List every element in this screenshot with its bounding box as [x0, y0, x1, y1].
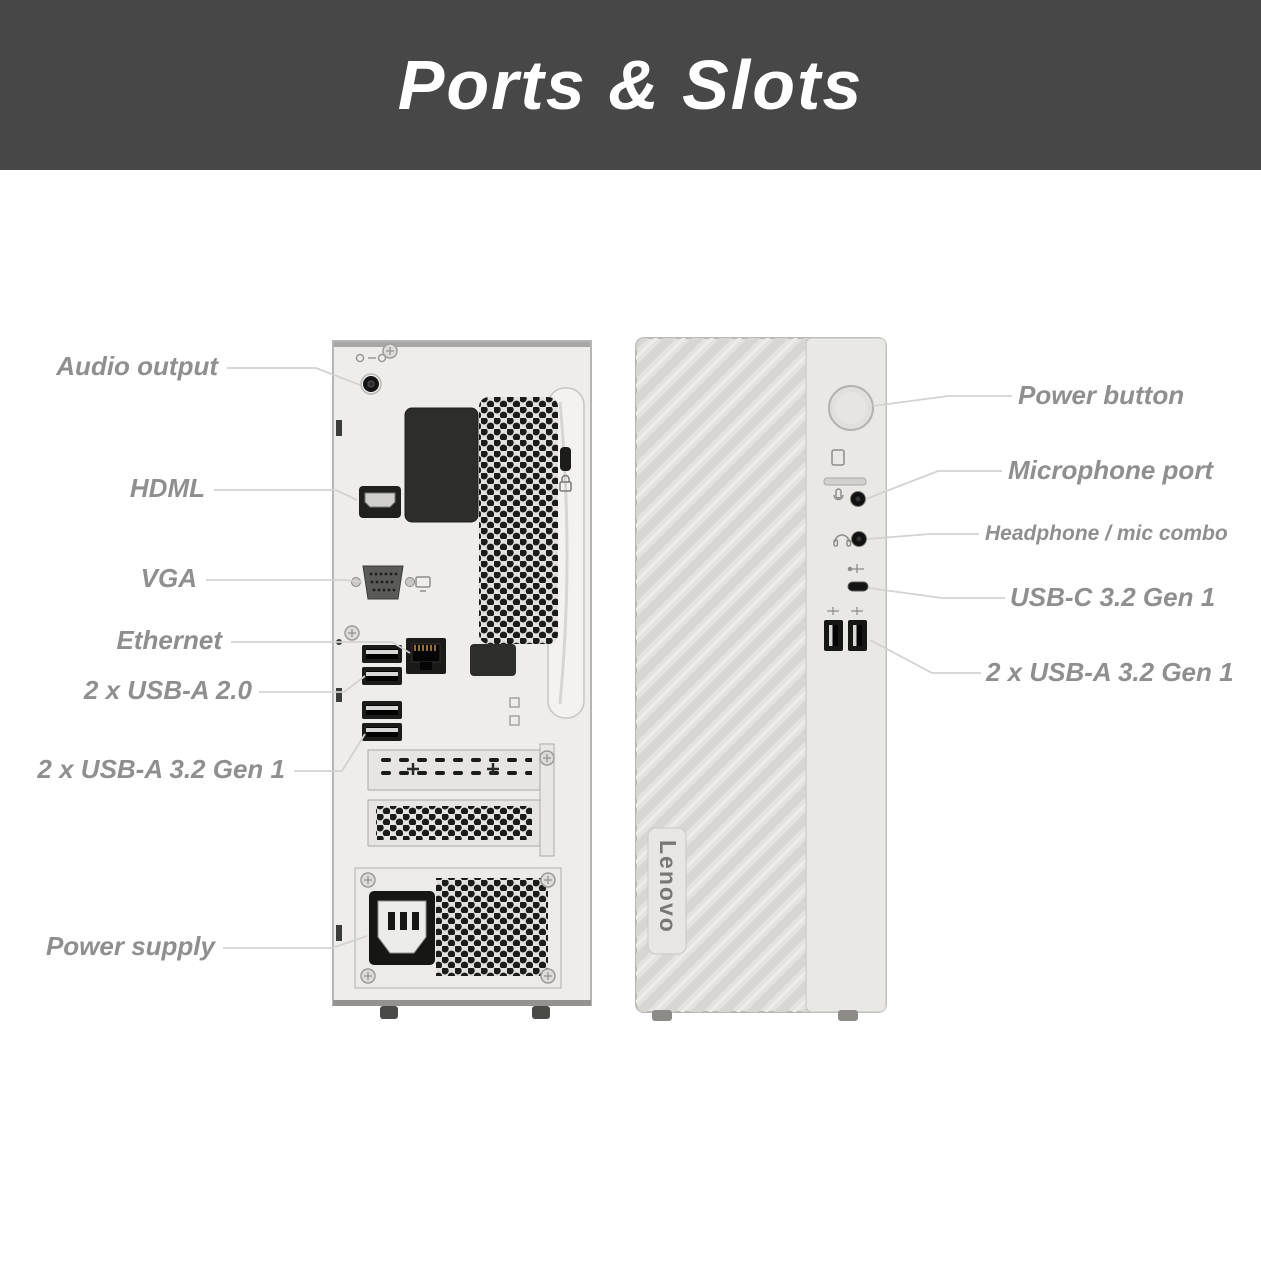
power-supply-plate: [354, 867, 562, 989]
microphone-jack: [850, 491, 866, 507]
lock-icon: [559, 474, 572, 492]
usb-ss-icon-left: [827, 607, 839, 615]
label-ethernet: Ethernet: [116, 625, 222, 655]
power-inlet: [369, 891, 435, 965]
audio-output-jack: [360, 373, 382, 395]
back-top-edge: [334, 342, 590, 347]
label-power-button: Power button: [1018, 380, 1185, 410]
card-slot: [823, 477, 867, 486]
headphone-jack: [851, 531, 867, 547]
lenovo-logo: Lenovo: [655, 840, 681, 934]
usb-a-2-0-ports: [362, 645, 402, 685]
screws: [344, 343, 556, 984]
leader-audio-output: [227, 367, 361, 386]
audio-print-icon: [355, 353, 387, 363]
label-power-supply: Power supply: [45, 931, 215, 961]
power-button: [828, 385, 874, 431]
card-slot-icon: [831, 449, 845, 466]
usb-ss-icon: [847, 564, 864, 573]
label-usb-a-20: 2 x USB-A 2.0: [83, 675, 252, 705]
back-foot-right: [532, 1006, 550, 1019]
vga-port: [351, 565, 415, 600]
label-audio-output: Audio output: [56, 351, 218, 381]
usb-c-port: [847, 581, 869, 592]
leader-microphone: [865, 470, 1002, 500]
label-usb-a-32-back: 2 x USB-A 3.2 Gen 1: [37, 754, 285, 784]
kensington-slot: [560, 447, 571, 471]
front-foot-left: [652, 1010, 672, 1021]
rear-vent: [479, 397, 558, 644]
headset-icon: [833, 534, 852, 547]
label-vga: VGA: [140, 563, 197, 593]
front-foot-right: [838, 1010, 858, 1021]
leader-usb-a-32-front: [869, 639, 981, 674]
leader-hdmi: [214, 489, 358, 501]
header: Ports & Slots: [0, 0, 1261, 170]
back-tower: [332, 340, 592, 1019]
back-foot-left: [380, 1006, 398, 1019]
leader-ethernet: [231, 641, 411, 654]
mic-icon: [833, 488, 844, 501]
leader-usb-a-32-back: [294, 733, 366, 772]
hdmi-port: [359, 486, 401, 518]
label-usb-a-32-front: 2 x USB-A 3.2 Gen 1: [986, 657, 1234, 687]
usb-a-3-2-ports: [362, 701, 402, 741]
brand-badge: Lenovo: [647, 827, 687, 955]
back-bottom-edge: [333, 1000, 591, 1006]
front-tower: Lenovo: [635, 337, 887, 1021]
printed-port-icons: [509, 697, 520, 726]
leader-power-button: [872, 395, 1012, 407]
expansion-slot-cover-1: [367, 749, 541, 791]
label-microphone: Microphone port: [1008, 455, 1214, 485]
leader-power-supply: [223, 935, 368, 949]
leader-headphone-combo: [866, 533, 979, 540]
label-headphone-combo: Headphone / mic combo: [985, 522, 1228, 545]
punchout-plate: [404, 407, 479, 523]
ethernet-port: [406, 638, 446, 674]
label-usb-c: USB-C 3.2 Gen 1: [1010, 582, 1216, 612]
punchout-small: [470, 644, 516, 676]
leader-usb-a-20: [259, 675, 366, 693]
expansion-slot-cover-2: [367, 799, 541, 847]
monitor-icon: [415, 576, 431, 592]
leader-lines: [206, 367, 1012, 949]
page-title: Ports & Slots: [397, 46, 864, 124]
front-panel-strip: [805, 337, 887, 1013]
leader-vga: [206, 579, 363, 583]
leader-usb-c: [868, 587, 1005, 599]
front-usb-a-ports: [824, 620, 867, 651]
label-hdmi: HDML: [129, 473, 205, 503]
usb-ss-icon-right: [851, 607, 863, 615]
